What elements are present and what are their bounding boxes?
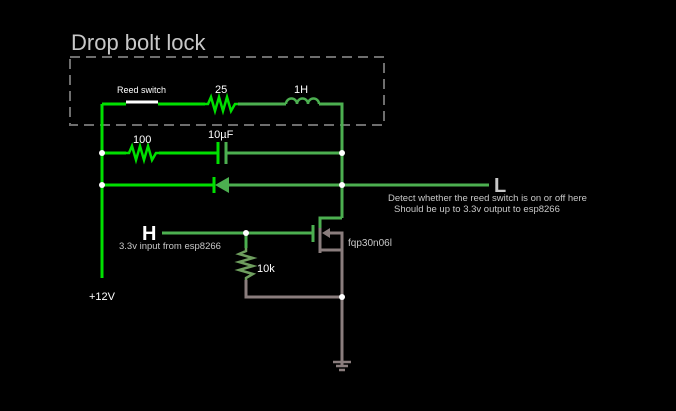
mosfet-label: fqp30n06l [348,238,392,249]
junction-dot [99,182,105,188]
capacitor-label: 10µF [208,129,234,141]
terminal-l-note-1: Detect whether the reed switch is on or … [388,193,587,204]
wire [319,102,344,218]
diagram-title: Drop bolt lock [71,30,207,55]
inductor-label: 1H [294,84,308,96]
resistor-10k[interactable] [234,248,258,280]
inductor-1h[interactable] [284,97,321,105]
junctions [99,150,345,300]
wire-ground [244,280,342,299]
junction-dot [99,150,105,156]
supply-label: +12V [89,291,116,303]
resistor-10k-label: 10k [257,263,275,275]
junction-dot [243,230,249,236]
resistor-25[interactable] [205,92,238,116]
terminal-l[interactable]: L [494,175,506,197]
mosfet-drain [318,216,342,228]
mosfet-arrow [322,228,330,238]
mosfet-source [330,231,344,365]
terminal-h-note: 3.3v input from esp8266 [119,241,221,252]
subcircuit-box [69,56,385,126]
reed-switch-label: Reed switch [117,85,166,95]
terminal-h[interactable]: H [142,223,156,245]
junction-dot [339,150,345,156]
diode[interactable] [215,177,229,193]
resistor-100-label: 100 [133,134,151,146]
junction-dot [339,294,345,300]
ground-icon [333,360,351,372]
terminal-l-note-2: Should be up to 3.3v output to esp8266 [394,204,560,215]
resistor-25-label: 25 [215,84,227,96]
resistor-100[interactable] [126,141,159,165]
junction-dot [339,182,345,188]
